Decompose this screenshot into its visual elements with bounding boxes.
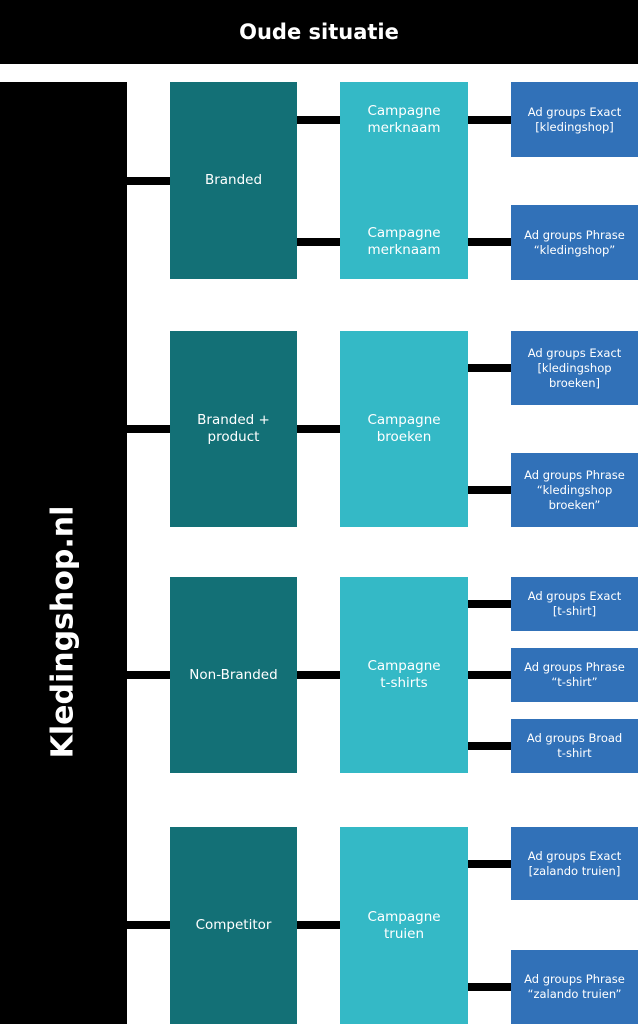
connector-root-branded-product bbox=[127, 425, 170, 433]
root-label: Kledingshop.nl bbox=[45, 505, 81, 759]
category-branded: Branded bbox=[170, 82, 297, 279]
connector-root-competitor bbox=[127, 921, 170, 929]
connector-t-shirts-adgroup-broad bbox=[468, 742, 511, 750]
adgroup-phrase-t-shirt: Ad groups Phrase “t-shirt” bbox=[511, 648, 638, 702]
category-non-branded: Non-Branded bbox=[170, 577, 297, 773]
connector-t-shirts-adgroup-exact bbox=[468, 600, 511, 608]
campaign-merknaam-exact: Campagne merknaam bbox=[340, 82, 468, 157]
connector-competitor-campaign bbox=[297, 921, 340, 929]
connector-merknaam-adgroup-exact bbox=[468, 116, 511, 124]
connector-branded-campaign-1 bbox=[297, 116, 340, 124]
category-competitor: Competitor bbox=[170, 827, 297, 1024]
diagram-title: Oude situatie bbox=[0, 0, 638, 64]
connector-merknaam-adgroup-phrase bbox=[468, 238, 511, 246]
connector-broeken-adgroup-phrase bbox=[468, 486, 511, 494]
adgroup-phrase-kledingshop-broeken: Ad groups Phrase “kledingshop broeken” bbox=[511, 453, 638, 527]
connector-root-non-branded bbox=[127, 671, 170, 679]
campaign-merknaam-phrase: Campagne merknaam bbox=[340, 157, 468, 279]
connector-t-shirts-adgroup-phrase bbox=[468, 671, 511, 679]
connector-branded-campaign-2 bbox=[297, 238, 340, 246]
adgroup-broad-t-shirt: Ad groups Broad t-shirt bbox=[511, 719, 638, 773]
adgroup-phrase-kledingshop: Ad groups Phrase “kledingshop” bbox=[511, 205, 638, 280]
root-node: Kledingshop.nl bbox=[0, 82, 127, 1024]
adgroup-phrase-zalando-truien: Ad groups Phrase “zalando truien” bbox=[511, 950, 638, 1024]
campaign-broeken: Campagne broeken bbox=[340, 331, 468, 527]
adgroup-exact-kledingshop: Ad groups Exact [kledingshop] bbox=[511, 82, 638, 157]
adgroup-exact-kledingshop-broeken: Ad groups Exact [kledingshop broeken] bbox=[511, 331, 638, 405]
connector-broeken-adgroup-exact bbox=[468, 364, 511, 372]
adgroup-exact-zalando-truien: Ad groups Exact [zalando truien] bbox=[511, 827, 638, 900]
connector-branded-product-campaign bbox=[297, 425, 340, 433]
connector-non-branded-campaign bbox=[297, 671, 340, 679]
campaign-truien: Campagne truien bbox=[340, 827, 468, 1024]
connector-truien-adgroup-exact bbox=[468, 860, 511, 868]
category-branded-product: Branded + product bbox=[170, 331, 297, 527]
connector-truien-adgroup-phrase bbox=[468, 983, 511, 991]
adgroup-exact-t-shirt: Ad groups Exact [t-shirt] bbox=[511, 577, 638, 631]
campaign-t-shirts: Campagne t-shirts bbox=[340, 577, 468, 773]
connector-root-branded bbox=[127, 177, 170, 185]
